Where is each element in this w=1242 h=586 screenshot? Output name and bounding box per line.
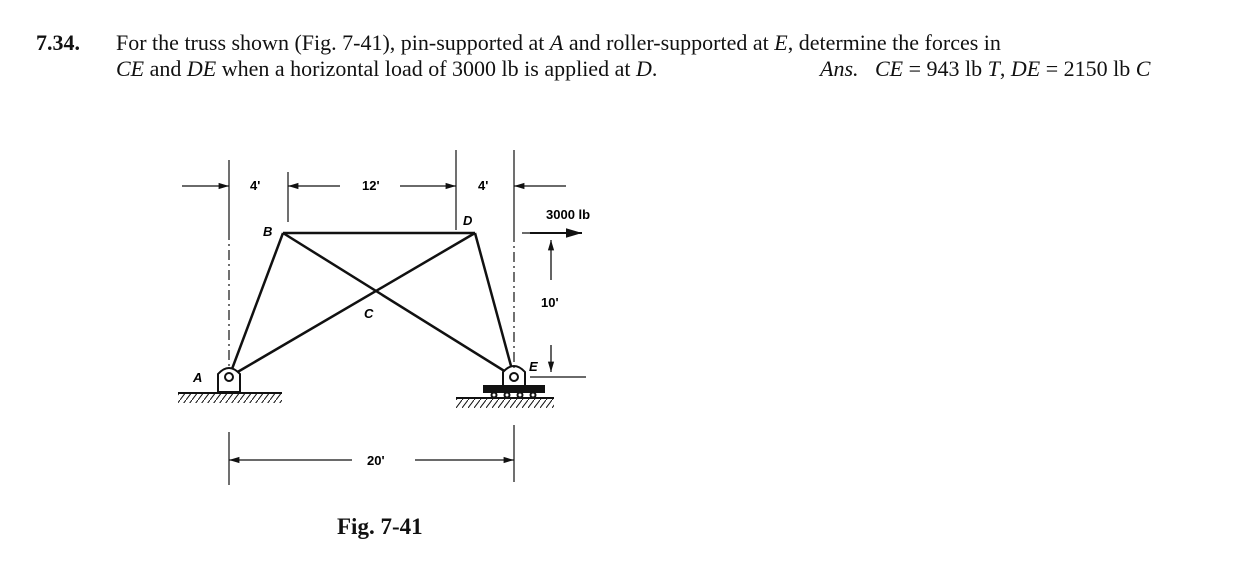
dim-top-mid: 12' bbox=[362, 178, 380, 193]
member-AB bbox=[227, 232, 285, 378]
node-label-b: B bbox=[263, 224, 272, 239]
member-DE bbox=[473, 232, 516, 378]
dim-top-right: 4' bbox=[478, 178, 488, 193]
load-label: 3000 lb bbox=[546, 207, 590, 222]
dim-bottom: 20' bbox=[367, 453, 385, 468]
dim-height: 10' bbox=[541, 295, 559, 310]
answer: Ans. CE = 943 lb T, DE = 2150 lb C bbox=[820, 56, 1151, 81]
node-label-a: A bbox=[192, 370, 202, 385]
node-label-e: E bbox=[529, 359, 538, 374]
member-AD bbox=[228, 231, 476, 379]
problem-number: 7.34. bbox=[36, 30, 80, 55]
node-label-d: D bbox=[463, 213, 473, 228]
member-BE bbox=[282, 231, 515, 379]
dim-top-left: 4' bbox=[250, 178, 260, 193]
figure-caption: Fig. 7-41 bbox=[337, 514, 423, 539]
pin-support-a bbox=[178, 367, 282, 403]
problem-line-2: CE and DE when a horizontal load of 3000… bbox=[116, 56, 658, 81]
problem-line-1: For the truss shown (Fig. 7-41), pin-sup… bbox=[116, 30, 1001, 55]
node-label-c: C bbox=[364, 306, 374, 321]
roller-support-e bbox=[456, 365, 554, 408]
